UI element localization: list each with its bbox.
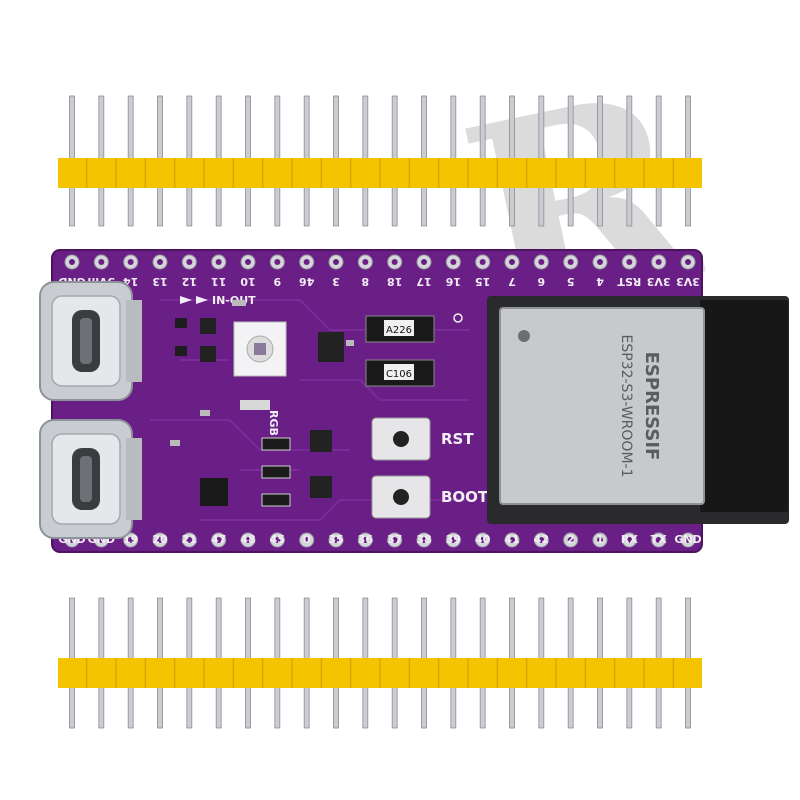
pin-label: 35 <box>328 533 343 546</box>
pin-label: 37 <box>387 533 402 546</box>
pin-label: 10 <box>240 275 256 288</box>
bottom-pin-header <box>58 597 702 729</box>
pin-label: 16 <box>445 275 461 288</box>
pin-pads <box>64 254 696 548</box>
pin-label: 36 <box>358 533 374 546</box>
smd-components: IN-OUT RGB A226 C106 <box>170 294 463 507</box>
pin-label: 13 <box>152 275 167 288</box>
pin-label: 2 <box>567 533 575 546</box>
module-brand: ESPRESSIF <box>641 352 662 461</box>
pin-label: 45 <box>270 533 285 546</box>
module-title: ESP32-S3-WROOM-1 <box>618 335 634 478</box>
pin-label: TX <box>651 533 668 546</box>
pin-label: 21 <box>182 533 197 546</box>
pin-label: 1 <box>596 533 604 546</box>
pin-label: 40 <box>475 533 491 546</box>
pin-label: 8 <box>362 275 370 288</box>
usb-c-port-top[interactable] <box>39 281 142 401</box>
module-marking: ESPRESSIF ESP32-S3-WROOM-1 <box>618 335 662 478</box>
pin-label: 9 <box>274 275 282 288</box>
pin-label: RX <box>621 533 638 546</box>
rgb-led <box>233 321 287 377</box>
capacitor-c106: C106 <box>365 359 435 387</box>
usb-c-port-bottom[interactable] <box>39 419 142 539</box>
boot-label: BOOT <box>441 488 489 506</box>
top-pin-header <box>58 95 702 227</box>
pin-label: 20 <box>152 533 168 546</box>
led-arrow-icon <box>180 296 208 304</box>
esp32-module: ESPRESSIF ESP32-S3-WROOM-1 <box>487 296 789 524</box>
pin-label: RST <box>617 275 641 288</box>
rst-label: RST <box>441 430 474 448</box>
pin-label: 3V3 <box>647 275 671 288</box>
pin-label: 3V3 <box>676 275 700 288</box>
pin-label: 47 <box>211 533 226 546</box>
pin-label: 7 <box>508 275 516 288</box>
boot-button[interactable] <box>371 475 431 519</box>
capacitor-a226-label: A226 <box>386 325 412 336</box>
pin-label: 4 <box>596 275 604 288</box>
pin-label: 38 <box>416 533 431 546</box>
pin-label: 41 <box>504 533 519 546</box>
pin-label: 42 <box>534 533 549 546</box>
pin-label: 5 <box>567 275 575 288</box>
pin-label: 19 <box>123 533 138 546</box>
pin-label: 39 <box>446 533 461 546</box>
pin-label: 6 <box>537 275 545 288</box>
pin-label: 17 <box>416 275 431 288</box>
pin-label: 3 <box>332 275 340 288</box>
pcb-board: GND5Vin141312111094638181716157654RST3V3… <box>39 249 789 553</box>
rgb-label: RGB <box>267 410 280 436</box>
rst-button[interactable] <box>371 417 431 461</box>
pin-label: 46 <box>299 275 315 288</box>
pin-label: 48 <box>240 533 255 546</box>
pin-label: 11 <box>211 275 226 288</box>
capacitor-c106-label: C106 <box>386 369 412 380</box>
pin-label: 0 <box>303 533 311 546</box>
capacitor-a226: A226 <box>365 315 435 343</box>
pin-label: 18 <box>387 275 402 288</box>
pin-label: 15 <box>475 275 490 288</box>
pin-label: GND <box>674 533 701 546</box>
pin-label: 12 <box>182 275 197 288</box>
